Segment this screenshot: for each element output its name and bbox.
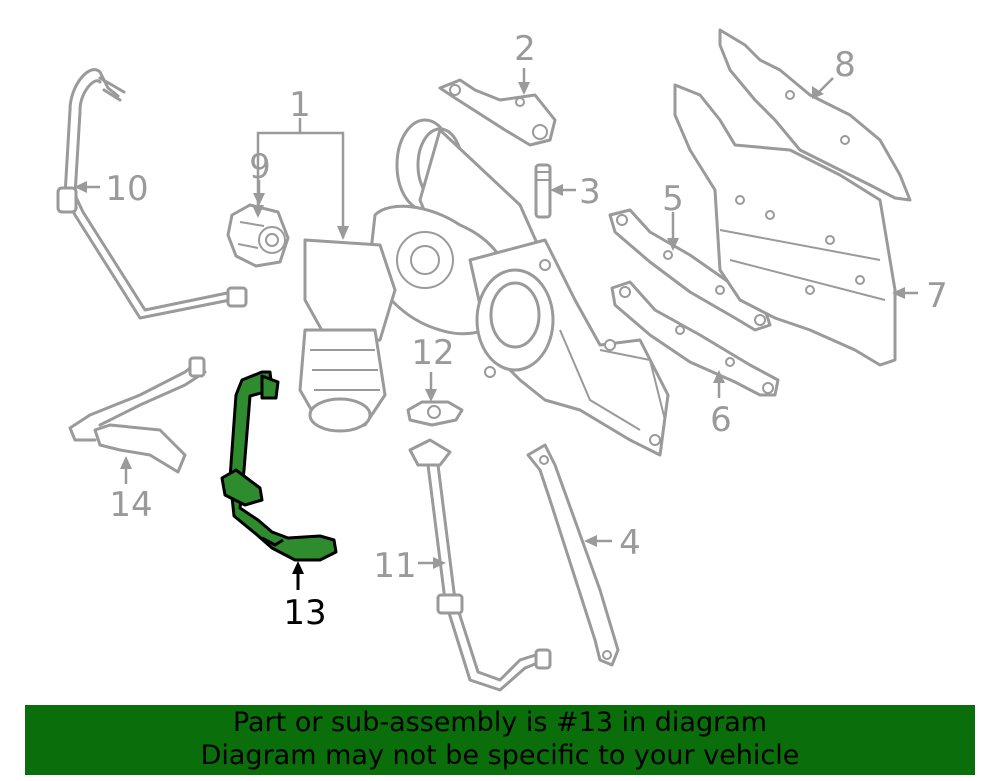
callout-7: 7	[926, 276, 948, 316]
info-banner: Part or sub-assembly is #13 in diagram D…	[25, 705, 975, 775]
callout-10: 10	[105, 169, 148, 209]
callout-4: 4	[619, 523, 641, 563]
part-11-oil-return-line[interactable]	[408, 438, 552, 692]
callout-labels: 1 2 3 4 5 6 7 8 9 10 11 12 14 13	[105, 29, 947, 633]
callout-1: 1	[289, 85, 311, 125]
callout-5: 5	[662, 179, 684, 219]
callout-2: 2	[514, 29, 536, 69]
part-12-gasket[interactable]	[406, 400, 464, 427]
part-8-heat-shield[interactable]	[718, 28, 912, 202]
callout-lines	[74, 68, 918, 590]
part-4-bracket[interactable]	[526, 443, 620, 667]
callout-13: 13	[283, 593, 326, 633]
callout-14: 14	[109, 485, 152, 525]
part-1-turbocharger[interactable]	[298, 118, 670, 457]
callout-8: 8	[834, 45, 856, 85]
part-2-bracket[interactable]	[438, 78, 557, 147]
banner-line-1: Part or sub-assembly is #13 in diagram	[232, 707, 768, 738]
callout-6: 6	[710, 400, 732, 440]
part-13-coolant-pipe[interactable]	[220, 370, 338, 562]
callout-11: 11	[373, 546, 416, 586]
part-14-hose[interactable]	[68, 356, 207, 474]
part-9-actuator[interactable]	[226, 203, 290, 268]
banner-line-2: Diagram may not be specific to your vehi…	[200, 740, 800, 771]
part-5-gasket[interactable]	[608, 208, 772, 332]
part-10-oil-line[interactable]	[56, 68, 248, 320]
parts-diagram: 1 2 3 4 5 6 7 8 9 10 11 12 14 13	[56, 28, 948, 692]
part-6-gasket[interactable]	[610, 280, 780, 397]
callout-12: 12	[411, 333, 454, 373]
part-3-stud[interactable]	[534, 163, 552, 219]
callout-3: 3	[579, 172, 601, 212]
callout-9: 9	[249, 147, 271, 187]
part-7-heat-shield[interactable]	[673, 83, 897, 367]
